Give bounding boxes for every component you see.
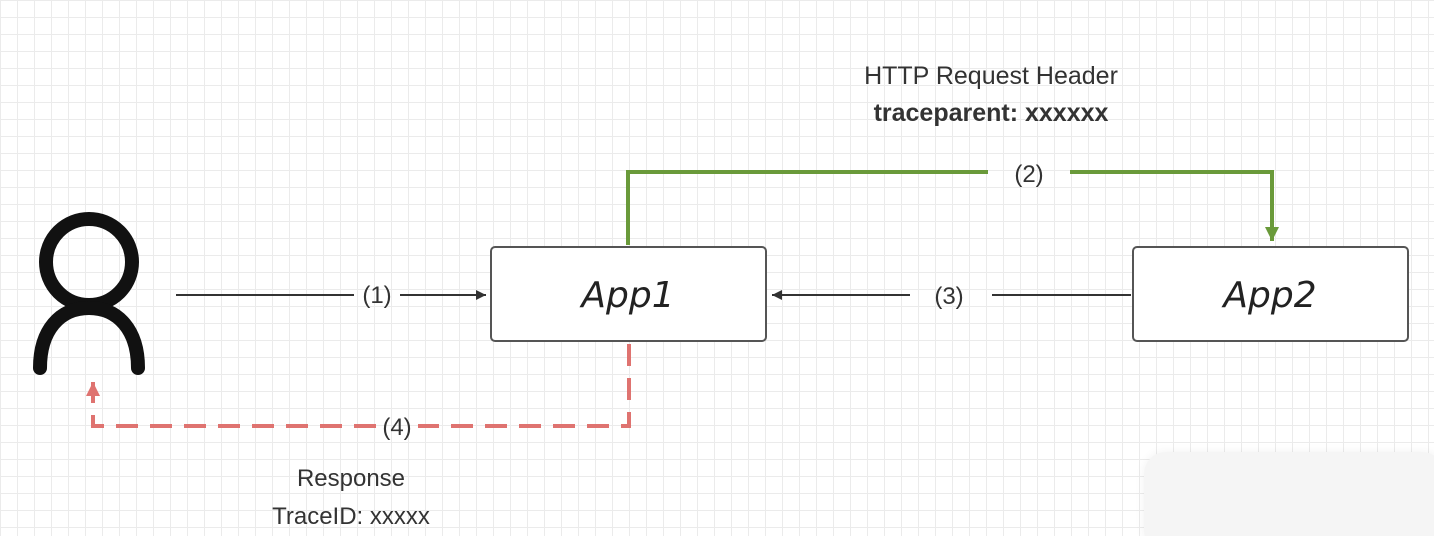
edge-2: (2) [626, 161, 1279, 245]
edge-2-label: (2) [1014, 161, 1043, 188]
edge-4: (4) [86, 344, 631, 441]
edge-3: (3) [772, 283, 1131, 310]
edge-3-label: (3) [934, 283, 963, 310]
node-app2[interactable]: App2 [1132, 246, 1409, 342]
response-title: Response [297, 465, 405, 492]
edge-1-label: (1) [362, 282, 391, 309]
request-header-note: HTTP Request Header traceparent: xxxxxx [864, 62, 1118, 127]
response-traceid: TraceID: xxxxx [272, 503, 430, 530]
request-header-title: HTTP Request Header [864, 62, 1118, 90]
node-app1[interactable]: App1 [490, 246, 767, 342]
response-note: Response TraceID: xxxxx [272, 465, 430, 530]
edge-4-label: (4) [382, 414, 411, 441]
edge-1: (1) [176, 282, 486, 309]
user-icon [33, 212, 145, 375]
node-app1-label: App1 [579, 275, 674, 316]
corner-panel [1144, 452, 1434, 536]
request-header-traceparent: traceparent: xxxxxx [874, 99, 1109, 127]
node-app2-label: App2 [1221, 275, 1316, 316]
